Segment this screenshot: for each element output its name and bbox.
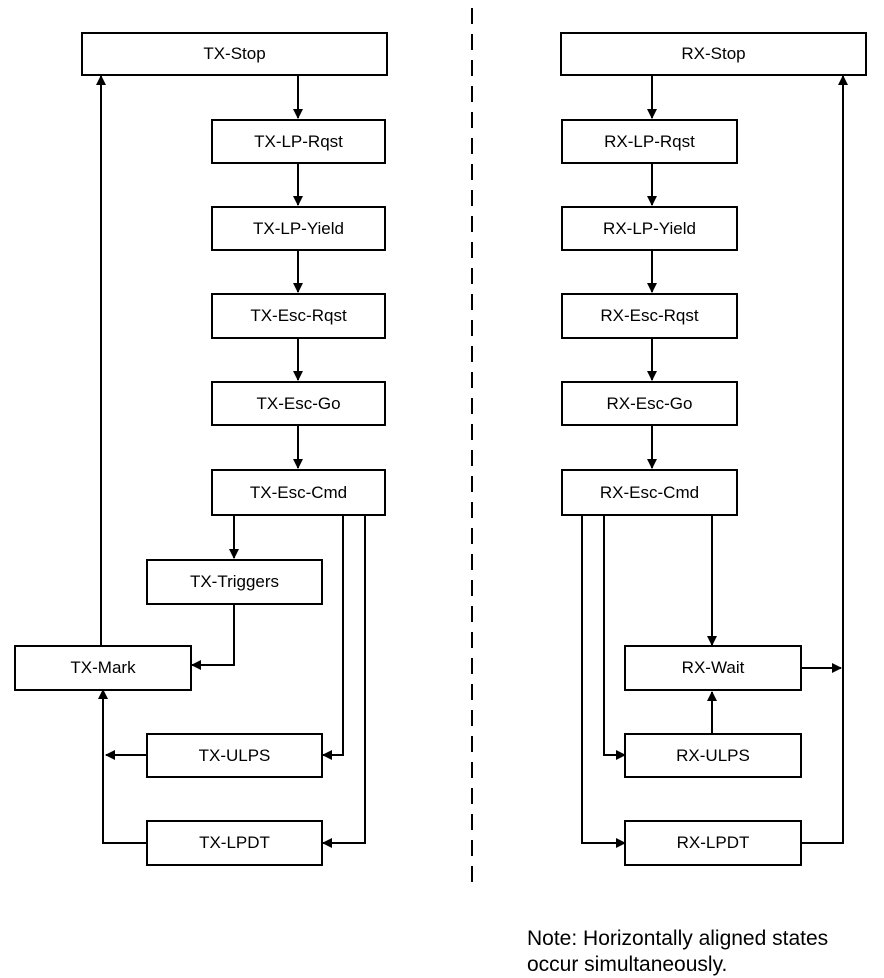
arrow-tx-esc-cmd-to-lpdt bbox=[322, 515, 366, 848]
state-rx-esc-cmd: RX-Esc-Cmd bbox=[561, 469, 738, 516]
state-rx-esc-go: RX-Esc-Go bbox=[561, 381, 738, 426]
arrow-rx-esc-cmd-to-ulps bbox=[603, 515, 626, 760]
state-tx-triggers: TX-Triggers bbox=[146, 559, 323, 605]
state-rx-stop: RX-Stop bbox=[560, 32, 867, 76]
state-tx-esc-rqst: TX-Esc-Rqst bbox=[211, 293, 386, 339]
note-line-2: occur simultaneously. bbox=[527, 953, 728, 976]
state-tx-esc-cmd: TX-Esc-Cmd bbox=[211, 469, 386, 516]
state-tx-esc-go: TX-Esc-Go bbox=[211, 381, 386, 426]
arrow-tx-esc-cmd-to-ulps bbox=[322, 515, 344, 760]
arrow-tx-triggers-to-mark bbox=[191, 604, 235, 670]
state-rx-esc-rqst: RX-Esc-Rqst bbox=[561, 293, 738, 339]
state-tx-ulps: TX-ULPS bbox=[146, 733, 323, 778]
state-rx-wait: RX-Wait bbox=[624, 645, 802, 691]
state-rx-lp-rqst: RX-LP-Rqst bbox=[561, 119, 738, 164]
state-rx-lpdt: RX-LPDT bbox=[624, 820, 802, 866]
state-tx-mark: TX-Mark bbox=[14, 645, 192, 691]
state-tx-stop: TX-Stop bbox=[81, 32, 388, 76]
note-line-1: Note: Horizontally aligned states bbox=[527, 927, 829, 950]
state-tx-lpdt: TX-LPDT bbox=[146, 820, 323, 866]
arrow-rx-lpdt-to-stop bbox=[801, 75, 848, 844]
state-rx-ulps: RX-ULPS bbox=[624, 733, 802, 778]
arrow-rx-esc-cmd-to-lpdt bbox=[581, 515, 626, 848]
state-rx-lp-yield: RX-LP-Yield bbox=[561, 206, 738, 251]
state-tx-lp-yield: TX-LP-Yield bbox=[211, 206, 386, 251]
arrow-tx-lpdt-to-mark bbox=[98, 689, 148, 844]
state-tx-lp-rqst: TX-LP-Rqst bbox=[211, 119, 386, 164]
